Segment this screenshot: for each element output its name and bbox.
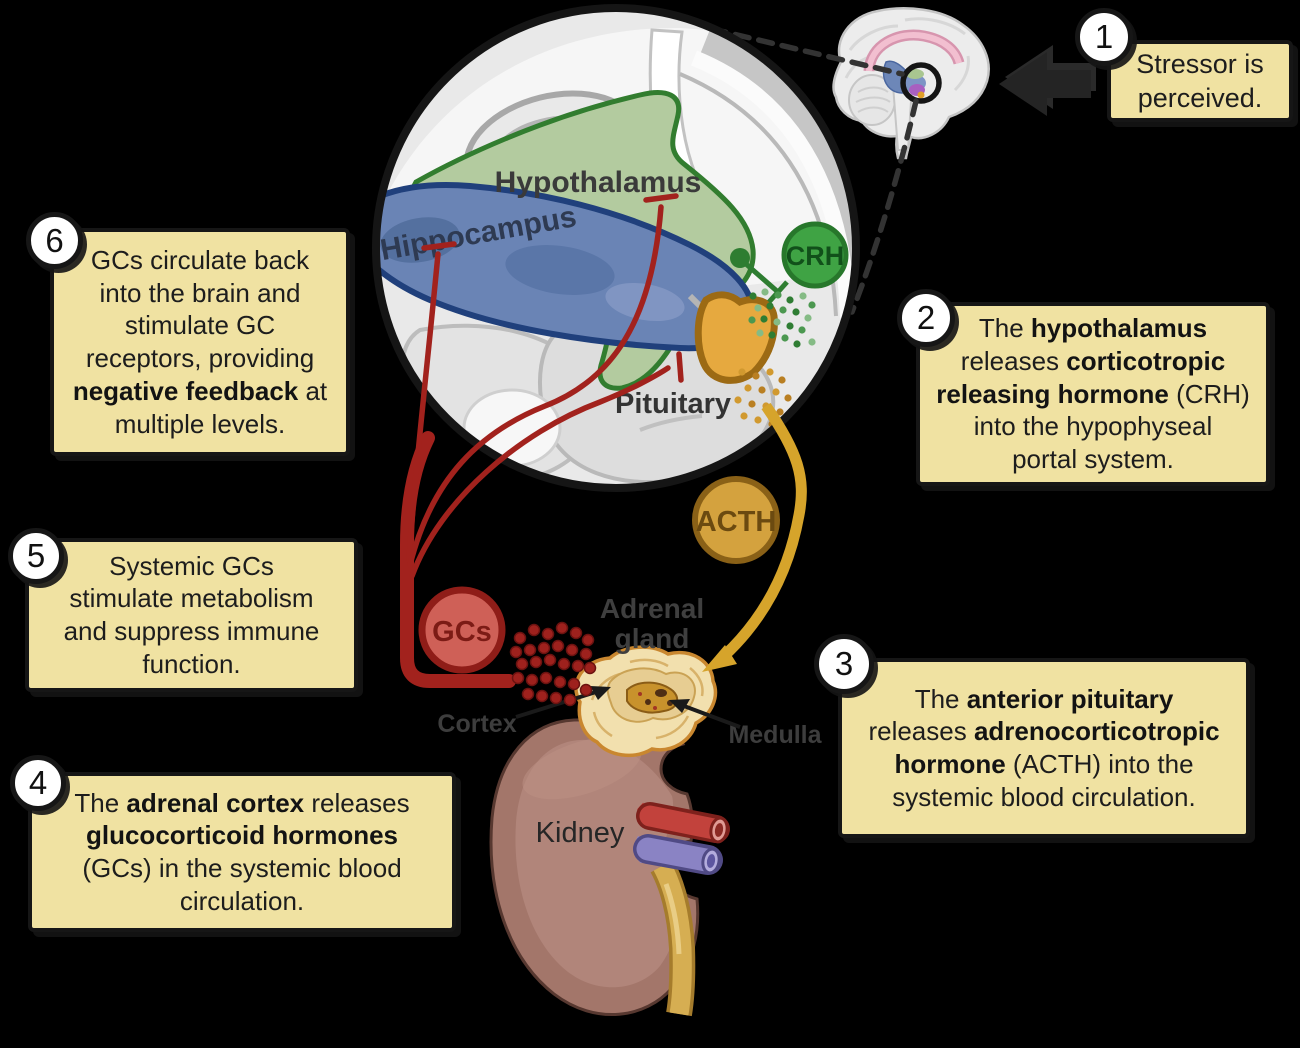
callout-number-1: 1 (1075, 8, 1133, 66)
cortex-fold-band (698, 25, 854, 321)
acth-arrowhead (702, 645, 737, 672)
callout-number-5: 5 (8, 528, 64, 584)
kidney-label: Kidney (536, 817, 625, 849)
left-arrow-icon (999, 45, 1096, 116)
medulla-pointer-arrow (683, 704, 741, 729)
big-circle-border (372, 4, 860, 492)
callout-number-6: 6 (26, 212, 83, 269)
inset-brain (832, 7, 990, 160)
magnifier-icon (900, 62, 942, 104)
acth-badge: ACTH (692, 476, 780, 564)
inhibition-bar-hypothalamus (643, 193, 679, 203)
inhibition-bar-hippocampus (421, 241, 457, 251)
gc-molecule-dots (509, 621, 597, 707)
gcs-badge: GCs (418, 586, 506, 674)
pituitary-mini (917, 91, 925, 99)
adrenal-gland-label-2: gland (615, 623, 690, 654)
cortex-pointer-arrow (515, 690, 597, 719)
kidney: Kidney (489, 718, 700, 1016)
brain-gyri-lines (844, 17, 970, 92)
pituitary-label: Pituitary (615, 388, 731, 420)
adrenal-gland (574, 645, 718, 757)
zoom-dashed-lines (709, 26, 919, 315)
callout-number-4: 4 (10, 755, 66, 811)
hypothalamus-label: Hypothalamus (495, 166, 702, 199)
acth-label: ACTH (696, 506, 777, 538)
acth-pathway (702, 402, 807, 672)
crh-molecule-dots (748, 288, 816, 348)
medulla-label: Medulla (728, 721, 822, 749)
callout-number-2: 2 (897, 289, 955, 347)
feedback-to-hippocampus (406, 251, 441, 563)
zoom-dash-upper (709, 26, 905, 77)
callout-number-3: 3 (814, 634, 874, 694)
adrenal-gland-label-1: Adrenal (600, 593, 704, 624)
feedback-to-pituitary (409, 365, 671, 579)
crh-circle (781, 221, 849, 289)
feedback-lines (400, 193, 684, 688)
renal-vessels (633, 802, 730, 1017)
cortex-label: Cortex (437, 710, 516, 738)
adrenal-annotations: Adrenal gland Cortex Medulla (437, 593, 822, 749)
crh-label: CRH (786, 241, 845, 271)
feedback-to-hypothalamus (407, 204, 664, 568)
inhibition-bar-pituitary (676, 351, 684, 383)
gcs-label: GCs (432, 616, 492, 648)
pituitary-gland (694, 291, 778, 384)
big-circle: Hypothalamus Hippocampus Pituitary CRH (372, 4, 860, 492)
zoom-dash-lower (849, 98, 919, 315)
